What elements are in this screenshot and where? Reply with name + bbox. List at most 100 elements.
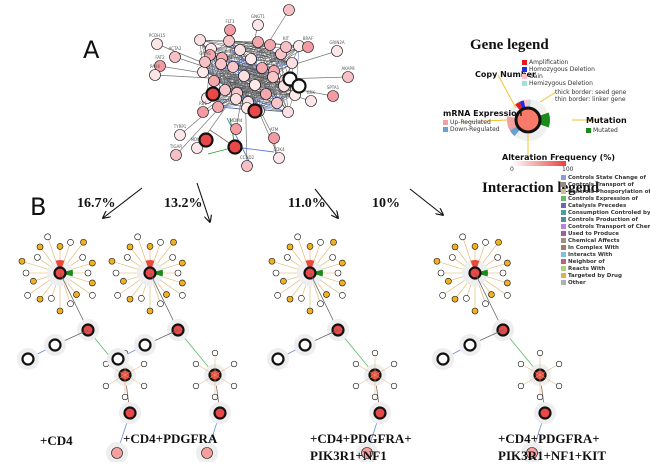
arrow-label-1: 16.7%	[77, 196, 116, 211]
alteration-frequency-heading: Alteration Frequency (%)	[502, 153, 616, 162]
network-edge	[244, 79, 280, 159]
drug-node	[179, 279, 186, 287]
gene-node	[302, 41, 314, 53]
gene-label: GNAS	[199, 51, 211, 56]
interaction-legend-item: Reacts With	[561, 266, 650, 273]
network-edge	[244, 46, 309, 81]
seed-gene-node	[21, 352, 35, 366]
flow-arrow	[196, 182, 210, 222]
legend-item-gain: Gain	[522, 73, 595, 80]
border-notes: thick border: seed gene thin border: lin…	[555, 89, 626, 103]
gene-label: PAX6	[150, 64, 161, 69]
copy-number-heading: Copy Number	[475, 70, 536, 79]
linker-node	[157, 300, 164, 308]
gene-node	[230, 123, 242, 135]
gene-node	[219, 84, 231, 96]
linker-node	[79, 254, 86, 261]
gene-node	[169, 51, 181, 63]
legend-item-hemizygous-deletion: Hemizygous Deletion	[522, 80, 595, 87]
edge	[539, 363, 560, 376]
linker-node	[390, 360, 398, 368]
gene-label: KIT	[283, 36, 290, 41]
gene-node	[212, 101, 224, 113]
mrna-heading: mRNA Expression	[443, 109, 523, 118]
legend-center-node	[514, 106, 542, 134]
interaction-legend-item: Controls Expression of	[561, 196, 650, 203]
linker-node	[334, 269, 342, 277]
swatch	[561, 224, 566, 229]
caption-3: +CD4+PDGFRA+ PIK3R1+NF1	[310, 431, 412, 463]
arrow-label-2: 13.2%	[164, 196, 203, 211]
network-edge	[244, 79, 248, 167]
linker-node	[482, 238, 489, 246]
gene-node	[208, 75, 220, 87]
gene-label: MDM4	[230, 118, 243, 123]
seed-gene-node	[138, 338, 152, 352]
seed-gene-node	[205, 86, 221, 102]
drug-node	[120, 277, 127, 285]
seed-gene-node	[111, 447, 123, 459]
mutation-heading: Mutation	[586, 116, 627, 125]
drug-node	[108, 257, 116, 265]
edge	[374, 374, 395, 387]
drug-node	[306, 243, 314, 250]
legend-item-mutated: Mutated	[586, 127, 618, 134]
gene-label: TIGAR	[169, 144, 182, 149]
swatch	[561, 252, 566, 257]
drug-node	[36, 243, 44, 251]
gene-node	[264, 39, 276, 51]
alteration-wedge	[145, 260, 155, 268]
gene-node	[154, 60, 166, 72]
network-edge	[254, 41, 259, 86]
linker-node	[463, 294, 470, 302]
linker-node	[390, 382, 398, 390]
interaction-legend-item: Controls Transport of	[561, 182, 650, 189]
alteration-wedge	[305, 260, 315, 268]
gene-label: PCDH15	[149, 33, 166, 38]
drug-node	[56, 307, 64, 315]
drug-node	[339, 279, 346, 287]
linker-node	[536, 349, 544, 357]
legend-pointer	[539, 91, 557, 103]
drug-node	[495, 238, 502, 246]
interaction-legend-item: Neighbor of	[561, 259, 650, 266]
gene-label: GRIN2A	[329, 40, 345, 45]
swatch	[522, 67, 527, 72]
swatch	[561, 266, 566, 271]
network-edge	[209, 41, 259, 56]
linker-node	[124, 254, 131, 261]
gene-label: ERK	[307, 90, 315, 95]
drug-node	[126, 243, 134, 251]
linker-node	[89, 292, 96, 299]
linker-node	[192, 360, 200, 368]
swatch	[561, 182, 566, 187]
panel-a-label: A	[83, 36, 100, 64]
seed-gene-node	[201, 447, 213, 459]
drug-node	[471, 243, 479, 250]
linker-node	[329, 254, 336, 261]
gene-node	[267, 71, 279, 83]
linker-node	[24, 292, 31, 299]
gene-node	[170, 149, 182, 161]
gene-label: ATM	[270, 127, 279, 132]
linker-node	[517, 360, 525, 368]
swatch	[561, 203, 566, 208]
gene-legend-title: Gene legend	[470, 37, 549, 53]
edge	[124, 374, 145, 387]
seed-gene-node	[436, 352, 450, 366]
linker-node	[371, 393, 379, 401]
flow-arrow	[314, 188, 338, 218]
seed-gene-node	[298, 338, 312, 352]
gene-label: FAT2	[155, 55, 165, 60]
seed-gene-node	[361, 447, 373, 459]
gene-label: TYRP1	[173, 124, 187, 129]
linker-node	[138, 294, 145, 302]
seed-gene-node	[526, 447, 538, 459]
gene-node	[331, 45, 343, 57]
linker-node	[317, 300, 324, 308]
linker-node	[437, 269, 445, 277]
linker-node	[112, 269, 120, 277]
alteration-wedge	[470, 260, 480, 268]
gene-node	[238, 70, 250, 82]
gene-label: FLT1	[226, 19, 235, 24]
